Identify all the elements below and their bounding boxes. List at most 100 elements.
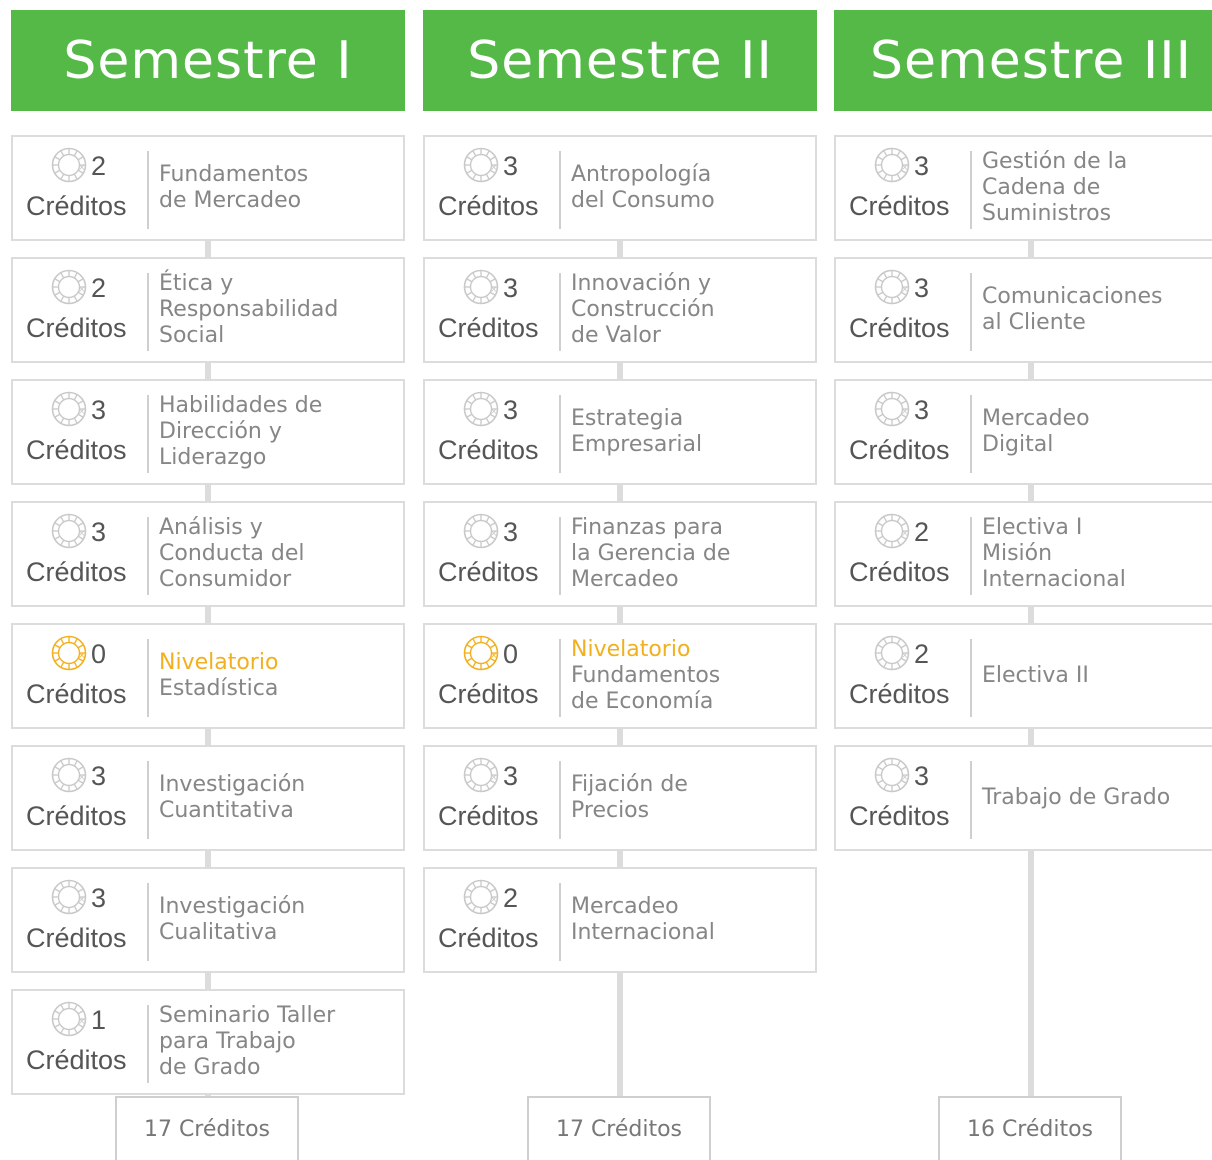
- credit-label: Créditos: [26, 923, 127, 953]
- course-name: Fundamentos de Economía: [571, 663, 721, 714]
- credit-label: Créditos: [26, 801, 127, 831]
- svg-text:×: ×: [490, 773, 498, 783]
- credit-count: 3: [91, 395, 107, 425]
- course-title: Estrategia Empresarial: [571, 381, 811, 483]
- course-name: Antropología del Consumo: [571, 162, 715, 213]
- course-name: Finanzas para la Gerencia de Mercadeo: [571, 515, 731, 592]
- course-name: Estadística: [159, 676, 279, 701]
- credit-label: Créditos: [26, 679, 127, 709]
- leveling-tag: Nivelatorio: [159, 650, 279, 675]
- course-title: Ética y Responsabilidad Social: [159, 259, 399, 361]
- credit-count: 3: [503, 151, 519, 181]
- coin-icon: ×: [874, 513, 910, 549]
- svg-text:×: ×: [901, 773, 909, 783]
- course-name: Gestión de la Cadena de Suministros: [982, 149, 1128, 226]
- coin-icon: ×: [874, 269, 910, 305]
- credit-label: Créditos: [438, 435, 539, 465]
- coin-icon: ×: [463, 147, 499, 183]
- credit-label: Créditos: [438, 923, 539, 953]
- credit-label: Créditos: [438, 557, 539, 587]
- divider: [970, 395, 972, 473]
- credit-count: 3: [914, 273, 930, 303]
- course-title: Electiva II: [982, 625, 1212, 727]
- credit-label: Créditos: [26, 313, 127, 343]
- svg-text:×: ×: [901, 651, 909, 661]
- divider: [559, 883, 561, 961]
- credit-label: Créditos: [849, 557, 950, 587]
- credit-count: 3: [503, 517, 519, 547]
- credit-count: 3: [503, 273, 519, 303]
- course-title: Trabajo de Grado: [982, 747, 1212, 849]
- divider: [147, 151, 149, 229]
- coin-icon: ×: [51, 269, 87, 305]
- divider: [559, 395, 561, 473]
- credit-label: Créditos: [849, 191, 950, 221]
- course-title: Innovación y Construcción de Valor: [571, 259, 811, 361]
- credit-count: 2: [914, 517, 930, 547]
- svg-text:×: ×: [490, 285, 498, 295]
- course-name: Estrategia Empresarial: [571, 406, 703, 457]
- divider: [970, 639, 972, 717]
- semester-total: 17 Créditos: [115, 1096, 299, 1160]
- divider: [147, 639, 149, 717]
- coin-icon: ×: [463, 391, 499, 427]
- course-title: Comunicaciones al Cliente: [982, 259, 1212, 361]
- course-name: Fijación de Precios: [571, 772, 688, 823]
- credit-count: 2: [91, 273, 107, 303]
- credit-count: 3: [91, 883, 107, 913]
- course-name: Investigación Cualitativa: [159, 894, 306, 945]
- credit-label: Créditos: [849, 801, 950, 831]
- divider: [559, 151, 561, 229]
- course-title: Fundamentos de Mercadeo: [159, 137, 399, 239]
- svg-text:×: ×: [78, 529, 86, 539]
- divider: [147, 1005, 149, 1083]
- svg-text:×: ×: [78, 895, 86, 905]
- svg-text:×: ×: [901, 529, 909, 539]
- divider: [147, 517, 149, 595]
- divider: [970, 273, 972, 351]
- svg-text:×: ×: [78, 163, 86, 173]
- course-name: Mercadeo Digital: [982, 406, 1090, 457]
- semester-header: Semestre I: [11, 10, 405, 111]
- credit-count: 3: [91, 517, 107, 547]
- semester-header: Semestre III: [834, 10, 1212, 111]
- credit-count: 2: [91, 151, 107, 181]
- coin-icon: ×: [51, 147, 87, 183]
- coin-icon: ×: [51, 513, 87, 549]
